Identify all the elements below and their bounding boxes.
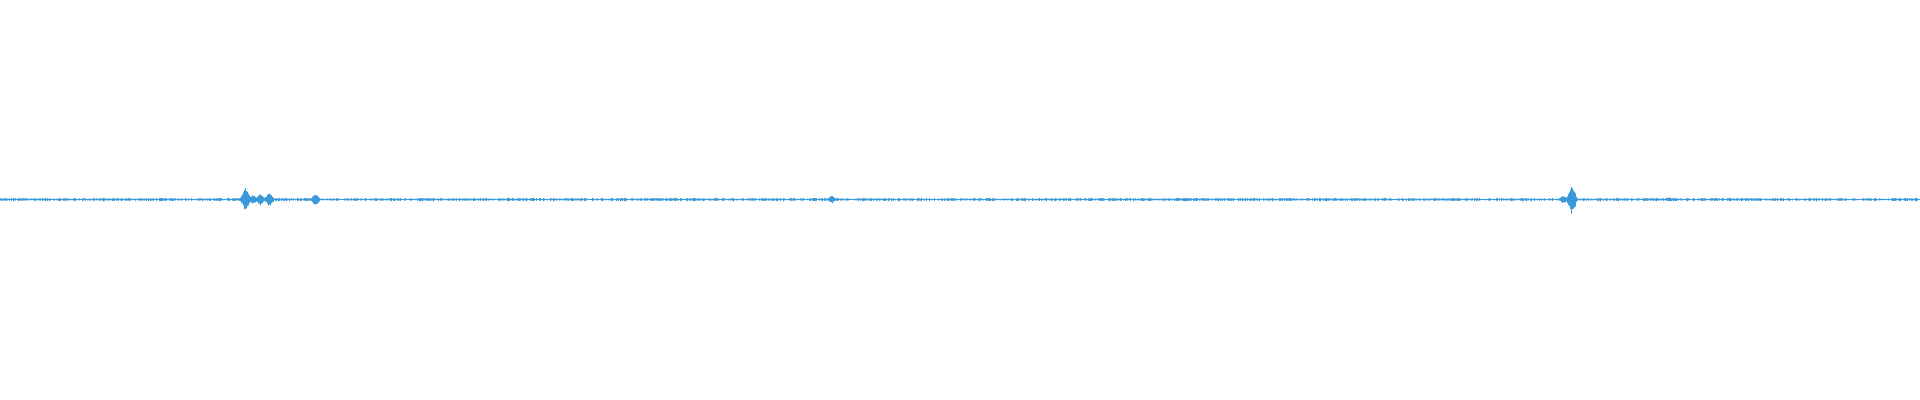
- waveform-trace: [0, 186, 1920, 214]
